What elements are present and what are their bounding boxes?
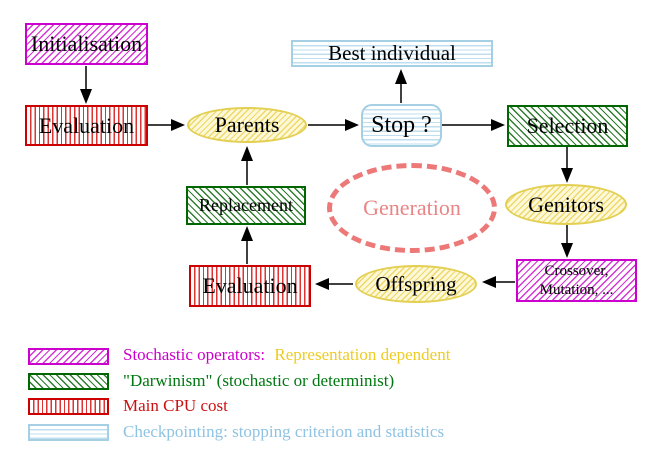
node-replacement: Replacement bbox=[186, 186, 306, 225]
legend-swatch-stochastic-operators bbox=[28, 348, 109, 365]
node-best-individual-label: Best individual bbox=[328, 41, 456, 65]
arrow-offspring-to-evaluation bbox=[315, 278, 353, 290]
generation-label: Generation bbox=[363, 195, 461, 220]
generation-loop-ellipse: Generation bbox=[327, 163, 497, 253]
node-offspring-label: Offspring bbox=[375, 271, 457, 296]
legend-label-stochastic-operators-text: Stochastic operators: bbox=[123, 345, 266, 364]
node-evaluation-top-label: Evaluation bbox=[38, 112, 135, 138]
legend-label-main-cpu-cost: Main CPU cost bbox=[123, 396, 228, 415]
node-parents: Parents bbox=[187, 107, 307, 143]
legend-swatch-checkpointing bbox=[28, 424, 109, 441]
node-best-individual: Best individual bbox=[291, 40, 493, 67]
arrow-evaluation-to-replacement bbox=[241, 226, 253, 264]
node-evaluation-top: Evaluation bbox=[25, 105, 148, 146]
arrow-stop-to-best-individual bbox=[395, 69, 407, 103]
arrow-stop-to-selection bbox=[442, 119, 505, 131]
node-offspring: Offspring bbox=[355, 265, 477, 303]
node-replacement-label: Replacement bbox=[199, 195, 293, 215]
legend-label-darwinism: "Darwinism" (stochastic or determinist) bbox=[123, 371, 395, 390]
legend-label-stochastic-operators: Stochastic operators: Representation dep… bbox=[123, 345, 450, 365]
node-stop-label: Stop ? bbox=[371, 112, 432, 138]
node-parents-label: Parents bbox=[214, 112, 280, 137]
arrow-selection-to-genitors bbox=[561, 147, 573, 183]
node-crossover-line1: Crossover, bbox=[544, 262, 609, 279]
node-selection-label: Selection bbox=[526, 113, 609, 138]
node-initialisation-label: Initialisation bbox=[30, 31, 143, 56]
arrow-crossover-to-offspring bbox=[482, 276, 515, 288]
node-initialisation: Initialisation bbox=[25, 23, 148, 65]
legend-label-representation-dependent: Representation dependent bbox=[274, 345, 451, 364]
legend-label-checkpointing: Checkpointing: stopping criterion and st… bbox=[123, 422, 445, 441]
arrow-parents-to-stop bbox=[308, 119, 359, 131]
node-selection: Selection bbox=[507, 105, 628, 147]
legend-swatch-main-cpu-cost bbox=[28, 398, 109, 415]
legend-swatch-darwinism bbox=[28, 373, 109, 390]
arrow-initialisation-to-evaluation bbox=[80, 66, 92, 104]
node-evaluation-bottom-label: Evaluation bbox=[202, 273, 298, 298]
arrow-replacement-to-parents bbox=[241, 146, 253, 185]
arrow-genitors-to-crossover bbox=[561, 225, 573, 258]
node-stop: Stop ? bbox=[361, 104, 442, 147]
node-crossover-mutation: Crossover, Mutation, ... bbox=[516, 259, 637, 302]
node-genitors-label: Genitors bbox=[528, 191, 604, 217]
arrow-evaluation-to-parents bbox=[148, 119, 185, 131]
node-genitors: Genitors bbox=[505, 184, 627, 225]
node-evaluation-bottom: Evaluation bbox=[189, 265, 311, 307]
node-crossover-line2: Mutation, ... bbox=[539, 281, 614, 298]
